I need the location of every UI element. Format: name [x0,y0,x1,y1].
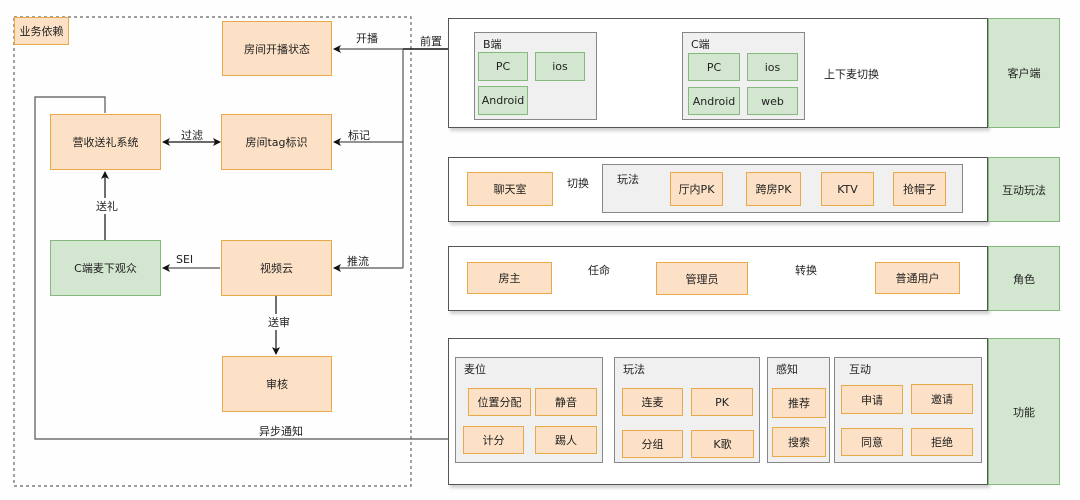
modes-title: 玩法 [617,173,639,186]
c-end-pc[interactable]: PC [688,53,740,81]
feature-group-perceive-title: 感知 [776,363,798,376]
label-async-notify: 异步通知 [259,425,303,438]
node-room-tag[interactable]: 房间tag标识 [221,114,332,170]
feature-search[interactable]: 搜索 [772,427,826,457]
roles-section-label: 角色 [988,246,1060,311]
node-chatroom[interactable]: 聊天室 [467,172,553,206]
label-chat-switch: 切换 [567,177,589,190]
client-section-label: 客户端 [988,18,1060,128]
node-video-cloud[interactable]: 视频云 [221,240,332,296]
label-convert: 转换 [795,264,817,277]
feature-group-mic-title: 麦位 [464,363,486,376]
mode-in-room-pk[interactable]: 厅内PK [670,172,723,206]
feature-reject[interactable]: 拒绝 [911,428,973,456]
features-section-label: 功能 [988,338,1060,485]
label-filter: 过滤 [181,129,203,142]
feature-grouping[interactable]: 分组 [622,430,683,458]
c-end-web[interactable]: web [747,87,798,115]
label-send-review: 送审 [266,314,292,330]
role-owner[interactable]: 房主 [467,262,552,294]
edge-async-notify [34,96,464,443]
mode-cross-room-pk[interactable]: 跨房PK [746,172,801,206]
label-send-gift: 送礼 [94,198,120,214]
feature-group-interact-title: 互动 [849,363,871,376]
b-end-title: B端 [483,38,502,51]
feature-pk[interactable]: PK [691,388,753,416]
feature-karaoke[interactable]: K歌 [691,430,754,458]
feature-kick[interactable]: 踢人 [535,426,597,454]
label-start-live: 开播 [356,32,378,45]
label-precondition: 前置 [420,35,442,48]
role-user[interactable]: 普通用户 [875,262,960,294]
c-end-title: C端 [691,38,710,51]
mode-grab-hat[interactable]: 抢帽子 [893,172,946,206]
feature-recommend[interactable]: 推荐 [772,388,826,418]
label-mic-switch: 上下麦切换 [824,68,879,81]
label-push-stream: 推流 [347,255,369,268]
node-revenue-gift-system[interactable]: 营收送礼系统 [50,114,161,170]
feature-apply[interactable]: 申请 [841,385,903,414]
node-review[interactable]: 审核 [222,356,332,412]
b-end-pc[interactable]: PC [478,52,528,81]
mode-ktv[interactable]: KTV [821,172,874,206]
interaction-section-label: 互动玩法 [988,157,1060,222]
feature-invite[interactable]: 邀请 [911,384,973,414]
feature-mute[interactable]: 静音 [535,388,597,416]
node-c-audience[interactable]: C端麦下观众 [50,240,161,296]
b-end-ios[interactable]: ios [535,52,585,81]
b-end-android[interactable]: Android [478,86,528,115]
feature-group-play-title: 玩法 [623,363,645,376]
node-room-live-status[interactable]: 房间开播状态 [222,21,332,76]
feature-agree[interactable]: 同意 [841,428,903,456]
label-sei: SEI [176,253,194,266]
business-dependency-title: 业务依赖 [14,17,69,45]
feature-position-assign[interactable]: 位置分配 [468,388,531,416]
label-appoint: 任命 [588,264,610,277]
business-dependency-frame [13,16,412,487]
feature-co-mic[interactable]: 连麦 [622,388,683,416]
c-end-android[interactable]: Android [688,87,740,115]
label-mark: 标记 [348,129,370,142]
feature-score[interactable]: 计分 [463,426,524,454]
c-end-ios[interactable]: ios [747,53,798,81]
role-admin[interactable]: 管理员 [656,262,748,295]
